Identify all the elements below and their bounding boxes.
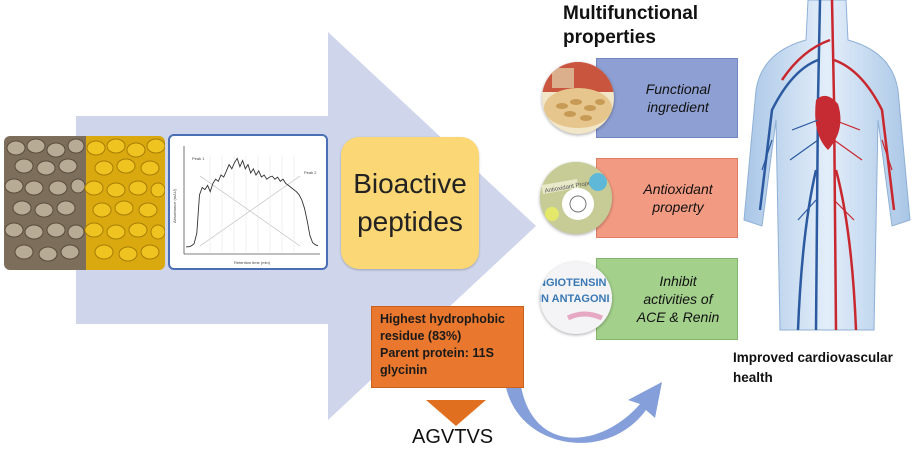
down-arrow [426, 400, 486, 426]
antioxidant-property-box: Antioxidant property [596, 158, 738, 238]
outcome-label: Improved cardiovascular health [733, 348, 893, 388]
bioactive-line-2: peptides [357, 206, 463, 237]
cardiovascular-body-illustration [742, 0, 912, 332]
outcome-line-2: health [733, 370, 773, 385]
angiotensin-image-text-2: IN ANTAGONI [540, 293, 610, 305]
bioactive-line-1: Bioactive [353, 168, 467, 199]
outcome-line-1: Improved cardiovascular [733, 350, 893, 365]
inhibit-line-3: ACE & Renin [636, 309, 720, 325]
hydrophobic-line-2: residue (83%) [380, 329, 462, 343]
chromatogram-peak-label-1: Peak 1 [192, 156, 205, 161]
chromatogram-trace [186, 157, 319, 248]
chromatogram-gradient-line-2 [199, 175, 301, 247]
peptide-sequence-label: AGVTVS [412, 426, 494, 448]
antioxidant-image: Antioxidant Property [540, 162, 612, 234]
seed-photo [4, 136, 165, 270]
antioxidant-line-1: Antioxidant [643, 181, 713, 197]
inhibit-line-2: activities of [643, 291, 713, 307]
functional-line-1: Functional [645, 81, 711, 97]
antioxidant-art: Antioxidant Property [540, 162, 612, 234]
multifunctional-title: Multifunctional properties [563, 2, 698, 50]
functional-line-2: ingredient [647, 99, 709, 115]
functional-ingredient-box: Functional ingredient [596, 58, 738, 138]
chromatogram-ylabel: Absorbance (mAU) [172, 188, 177, 223]
body-art [743, 0, 911, 331]
angiotensin-antagonist-image: NGIOTENSIN IN ANTAGONI [540, 262, 612, 334]
chromatogram-xlabel: Retention time (min) [234, 260, 271, 265]
hydrophobic-line-4: glycinin [380, 363, 428, 377]
inhibit-ace-renin-box: Inhibit activities of ACE & Renin [596, 258, 738, 340]
multifunctional-title-line-2: properties [563, 27, 656, 48]
antioxidant-line-2: property [652, 199, 704, 215]
angiotensin-image-text-1: NGIOTENSIN [540, 277, 607, 289]
chromatogram-image: Absorbance (mAU) Retention time (min) Pe… [168, 134, 328, 270]
curved-arrow [505, 380, 662, 443]
seed-photo-art [4, 136, 165, 270]
hydrophobic-residue-box: Highest hydrophobic residue (83%) Parent… [371, 306, 524, 388]
chromatogram-plot: Absorbance (mAU) Retention time (min) Pe… [172, 146, 320, 265]
inhibit-line-1: Inhibit [659, 273, 697, 289]
functional-food-image [542, 62, 614, 134]
angiotensin-art: NGIOTENSIN IN ANTAGONI [540, 262, 612, 334]
hydrophobic-line-1: Highest hydrophobic [380, 312, 505, 326]
chromatogram-peak-label-2: Peak 2 [304, 170, 317, 175]
multifunctional-title-line-1: Multifunctional [563, 3, 699, 24]
functional-food-art [542, 62, 614, 128]
bioactive-peptides-box: Bioactive peptides [341, 137, 479, 269]
hydrophobic-line-3: Parent protein: 11S [380, 346, 494, 360]
